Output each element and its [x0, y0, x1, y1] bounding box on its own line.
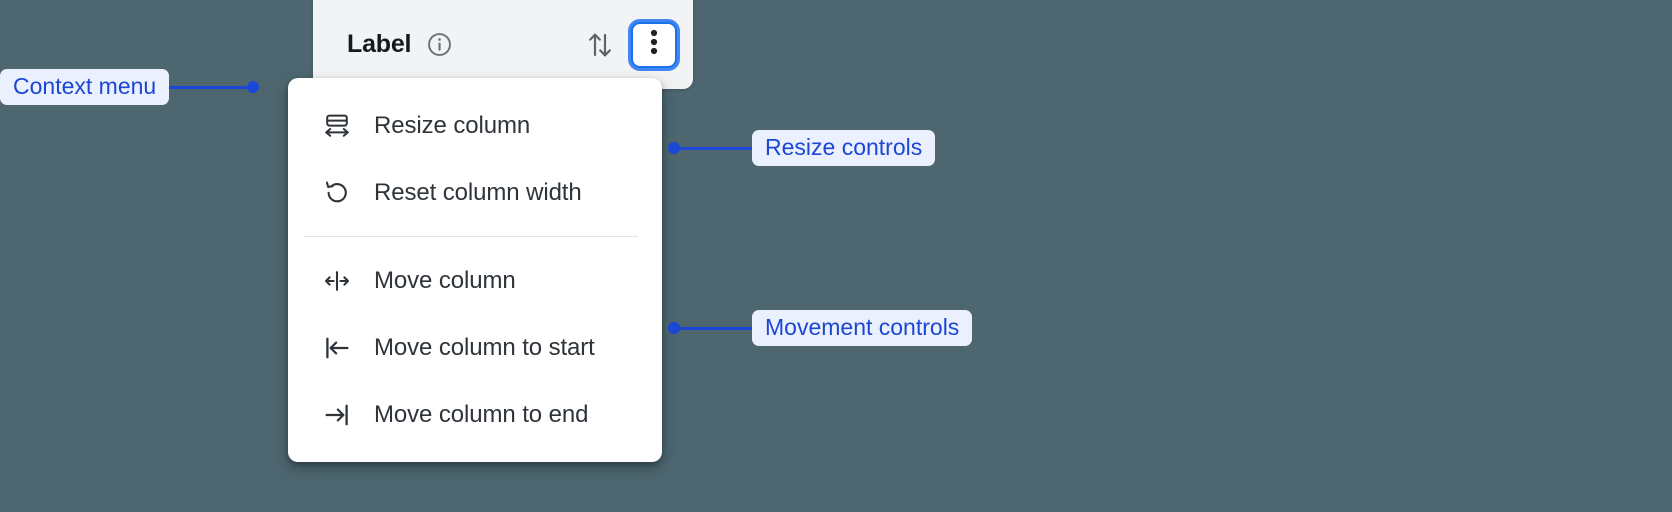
column-menu-button[interactable] — [631, 21, 677, 68]
menu-item-label: Reset column width — [374, 178, 582, 206]
column-context-menu: Resize column Reset column width Move co… — [288, 78, 662, 462]
sort-up-down-icon[interactable] — [583, 28, 617, 62]
menu-item-label: Move column — [374, 266, 516, 294]
annotation-anchor-dot — [668, 142, 680, 154]
menu-item-label: Move column to start — [374, 333, 595, 361]
menu-item-label: Move column to end — [374, 400, 589, 428]
move-column-icon — [322, 266, 352, 296]
annotation-label: Movement controls — [752, 309, 973, 347]
column-header-title: Label — [347, 30, 412, 58]
menu-item-move-column-to-start[interactable]: Move column to start — [288, 314, 662, 381]
menu-item-reset-column-width[interactable]: Reset column width — [288, 159, 662, 226]
annotation-leader-line — [169, 85, 248, 89]
menu-item-label: Resize column — [374, 111, 531, 139]
menu-item-resize-column[interactable]: Resize column — [288, 92, 662, 159]
kebab-vertical-icon — [650, 29, 658, 60]
move-column-end-icon — [322, 400, 352, 430]
annotation-resize-controls: Resize controls — [668, 129, 936, 167]
column-header: Label — [313, 0, 693, 89]
annotation-anchor-dot — [247, 81, 260, 93]
annotation-anchor-dot — [668, 322, 680, 334]
info-circle-icon[interactable] — [426, 31, 453, 58]
annotation-movement-controls: Movement controls — [668, 309, 973, 347]
annotation-label: Resize controls — [752, 129, 936, 167]
menu-item-move-column-to-end[interactable]: Move column to end — [288, 381, 662, 448]
annotation-context-menu: Context menu — [0, 68, 260, 106]
annotation-leader-line — [680, 326, 752, 330]
move-column-start-icon — [322, 333, 352, 363]
annotation-leader-line — [680, 146, 752, 150]
resize-column-icon — [322, 111, 352, 141]
reset-width-icon — [322, 178, 352, 208]
menu-divider — [304, 236, 638, 237]
menu-item-move-column[interactable]: Move column — [288, 247, 662, 314]
annotation-label: Context menu — [0, 68, 170, 106]
